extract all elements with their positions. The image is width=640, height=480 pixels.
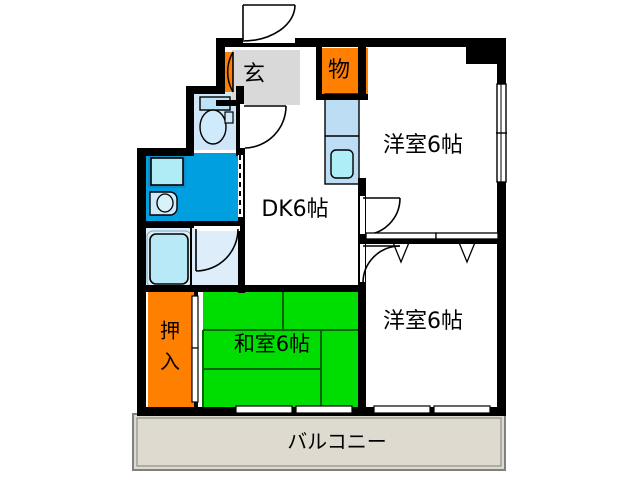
balcony-area: バルコニー (132, 413, 506, 471)
wall-left-outer (137, 148, 146, 416)
wall-storage-left (316, 44, 322, 100)
openings-layer (191, 4, 507, 414)
tatami-seams (202, 290, 361, 408)
oshiire-sliding-door[interactable] (191, 295, 199, 403)
bathtub-fixture (146, 230, 192, 288)
balcony-inner-edge (136, 417, 502, 467)
space-label-entrance: 玄 (243, 62, 265, 87)
wall-dk-right-upper (358, 38, 366, 98)
right-wall-window (496, 83, 507, 183)
washbasin-fixture (149, 191, 178, 216)
kitchen-counter (324, 93, 360, 185)
fixtures-layer (146, 93, 360, 290)
labels-layer: 洋室6帖 洋室6帖 DK6帖 和室6帖 玄 物 押 入 (160, 58, 463, 374)
wall-kitchen-bath-divider (137, 221, 244, 228)
kitchen-sliding-door[interactable] (238, 155, 243, 217)
wall-right-outer (497, 38, 506, 416)
oshiire-closet-fill (148, 290, 194, 408)
wall-storage-bottom (316, 94, 368, 100)
wall-top-right-notch (466, 38, 506, 64)
wall-rooms-divider (366, 236, 506, 244)
space-label-storage: 物 (328, 58, 350, 83)
genkan-inner-door[interactable] (226, 51, 234, 93)
room-label-dk: DK6帖 (261, 197, 328, 222)
balcony-sliding-windows (235, 405, 491, 414)
wall-kitchen-right (238, 148, 245, 293)
entrance-swing-door[interactable] (242, 4, 296, 43)
space-label-oshiire-line2: 入 (160, 350, 180, 374)
wall-wc-top (186, 86, 225, 94)
wall-tatami-top (137, 285, 361, 292)
wall-wc-left (186, 86, 194, 156)
balcony-label: バルコニー (287, 430, 387, 454)
wc-swing-door[interactable] (240, 104, 287, 149)
bath-partition (190, 228, 192, 290)
room-label-japanese: 和室6帖 (234, 332, 310, 356)
space-label-oshiire-line1: 押 (160, 319, 180, 343)
bathtub-basin (149, 233, 189, 285)
room-label-western-upper: 洋室6帖 (383, 133, 463, 158)
wall-entry-left (216, 38, 225, 92)
wall-dk-right-lower (358, 178, 366, 416)
wall-entrance-bottom (216, 100, 244, 106)
closet-folding-door[interactable] (365, 232, 499, 264)
wall-kitchen-top (137, 148, 194, 156)
room-label-western-lower: 洋室6帖 (383, 309, 463, 334)
bath-swing-door[interactable] (194, 226, 240, 272)
sink-fixture (148, 155, 186, 188)
